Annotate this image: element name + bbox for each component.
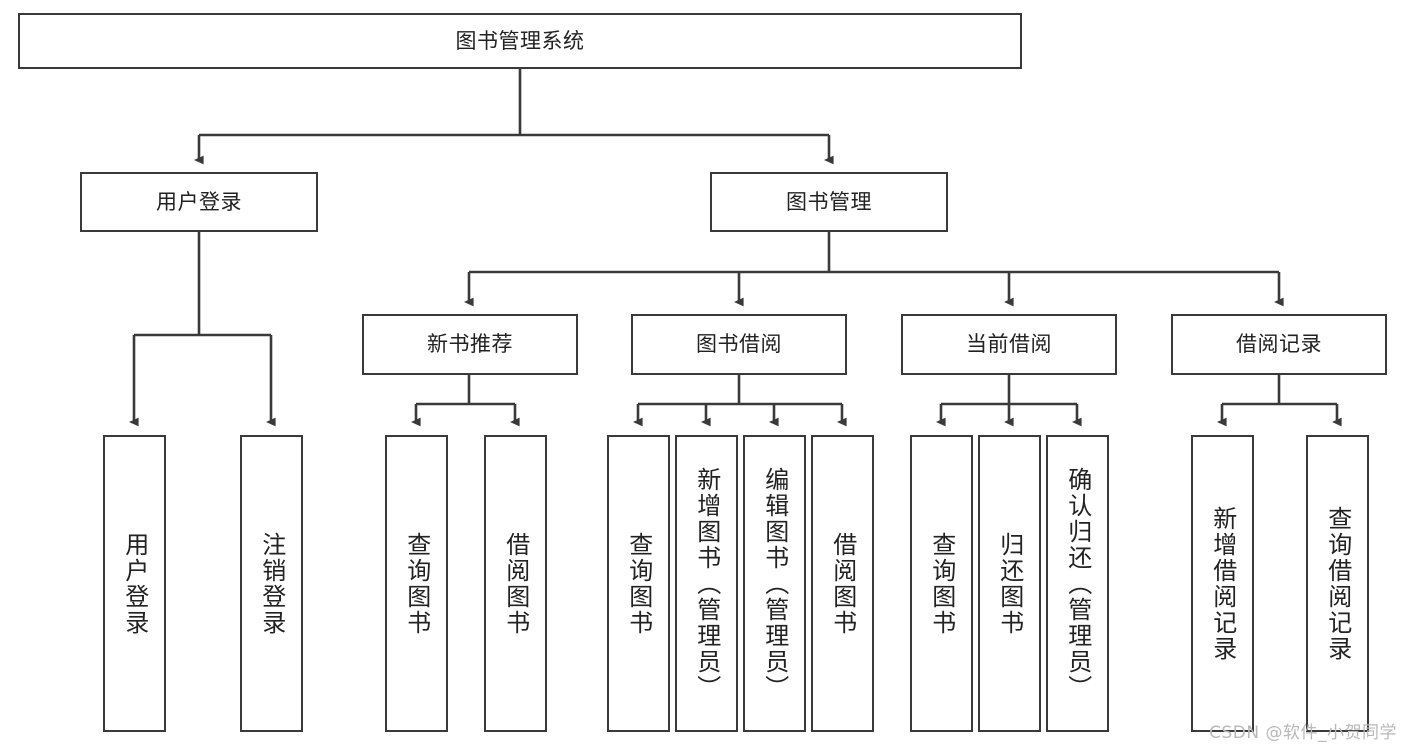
leaf-book-borrow-edit[interactable]: 编辑图书（管理员）: [743, 435, 806, 732]
node-book-borrow[interactable]: 图书借阅: [631, 314, 847, 375]
node-new-book-recommend-label: 新书推荐: [427, 332, 513, 357]
node-current-borrow-label: 当前借阅: [966, 332, 1052, 357]
leaf-current-borrow-confirm[interactable]: 确认归还（管理员）: [1046, 435, 1109, 732]
node-root-system-label: 图书管理系统: [455, 28, 585, 53]
leaf-borrow-record-add-label: 新增借阅记录: [1208, 505, 1237, 662]
leaf-book-borrow-query[interactable]: 查询图书: [607, 435, 670, 732]
leaf-book-borrow-lend-label: 借阅图书: [828, 531, 857, 636]
node-book-borrow-label: 图书借阅: [696, 332, 782, 357]
leaf-new-book-borrow-label: 借阅图书: [501, 531, 530, 636]
leaf-current-borrow-confirm-label: 确认归还（管理员）: [1063, 466, 1092, 701]
node-user-login-label: 用户登录: [156, 189, 242, 214]
node-user-login[interactable]: 用户登录: [80, 172, 318, 232]
leaf-user-login-signin-label: 用户登录: [120, 531, 149, 636]
node-book-management[interactable]: 图书管理: [710, 172, 948, 232]
leaf-current-borrow-query[interactable]: 查询图书: [910, 435, 973, 732]
leaf-borrow-record-query[interactable]: 查询借阅记录: [1306, 435, 1369, 732]
leaf-new-book-query[interactable]: 查询图书: [385, 435, 448, 732]
node-new-book-recommend[interactable]: 新书推荐: [362, 314, 578, 375]
leaf-new-book-query-label: 查询图书: [402, 531, 431, 636]
leaf-user-login-signout[interactable]: 注销登录: [240, 435, 303, 732]
leaf-user-login-signout-label: 注销登录: [257, 531, 286, 636]
node-current-borrow[interactable]: 当前借阅: [901, 314, 1117, 375]
leaf-book-borrow-lend[interactable]: 借阅图书: [811, 435, 874, 732]
leaf-current-borrow-query-label: 查询图书: [927, 531, 956, 636]
leaf-book-borrow-add[interactable]: 新增图书（管理员）: [675, 435, 738, 732]
leaf-book-borrow-add-label: 新增图书（管理员）: [692, 466, 721, 701]
leaf-current-borrow-return-label: 归还图书: [995, 531, 1024, 636]
leaf-user-login-signin[interactable]: 用户登录: [103, 435, 166, 732]
leaf-borrow-record-query-label: 查询借阅记录: [1323, 505, 1352, 662]
node-borrow-record[interactable]: 借阅记录: [1171, 314, 1387, 375]
leaf-new-book-borrow[interactable]: 借阅图书: [484, 435, 547, 732]
leaf-current-borrow-return[interactable]: 归还图书: [978, 435, 1041, 732]
node-borrow-record-label: 借阅记录: [1236, 332, 1322, 357]
node-book-management-label: 图书管理: [786, 189, 872, 214]
leaf-borrow-record-add[interactable]: 新增借阅记录: [1191, 435, 1254, 732]
node-root-system[interactable]: 图书管理系统: [18, 13, 1022, 69]
leaf-book-borrow-query-label: 查询图书: [624, 531, 653, 636]
leaf-book-borrow-edit-label: 编辑图书（管理员）: [760, 466, 789, 701]
